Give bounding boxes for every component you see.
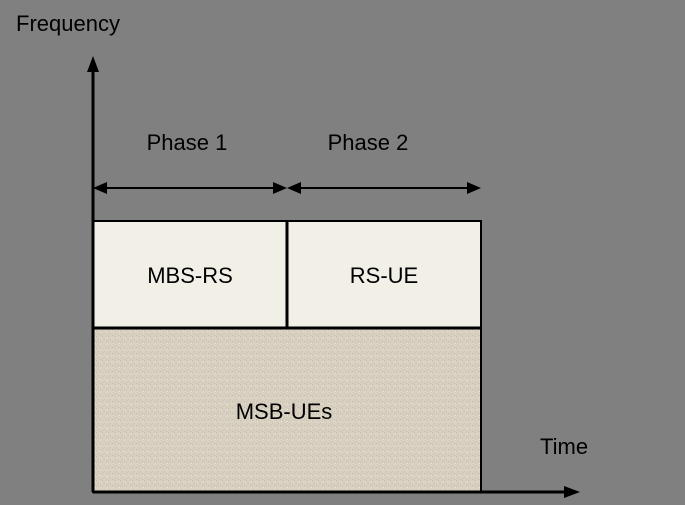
phase2-arrowhead-left-icon xyxy=(287,182,301,194)
frequency-axis-label: Frequency xyxy=(16,11,120,36)
mbs-rs-label: MBS-RS xyxy=(147,263,233,288)
time-axis-arrowhead-icon xyxy=(564,486,580,498)
phase2-arrowhead-right-icon xyxy=(467,182,481,194)
rs-ue-block xyxy=(286,220,482,329)
phase2-label: Phase 2 xyxy=(328,130,409,155)
frequency-axis-arrowhead-icon xyxy=(87,56,99,72)
msb-ues-label: MSB-UEs xyxy=(236,399,333,424)
phase1-label: Phase 1 xyxy=(147,130,228,155)
time-axis-label: Time xyxy=(540,434,588,459)
phase1-arrowhead-right-icon xyxy=(273,182,287,194)
phase1-arrowhead-left-icon xyxy=(93,182,107,194)
mbs-rs-block xyxy=(92,220,288,329)
rs-ue-label: RS-UE xyxy=(350,263,418,288)
msb-ues-block xyxy=(92,327,482,493)
